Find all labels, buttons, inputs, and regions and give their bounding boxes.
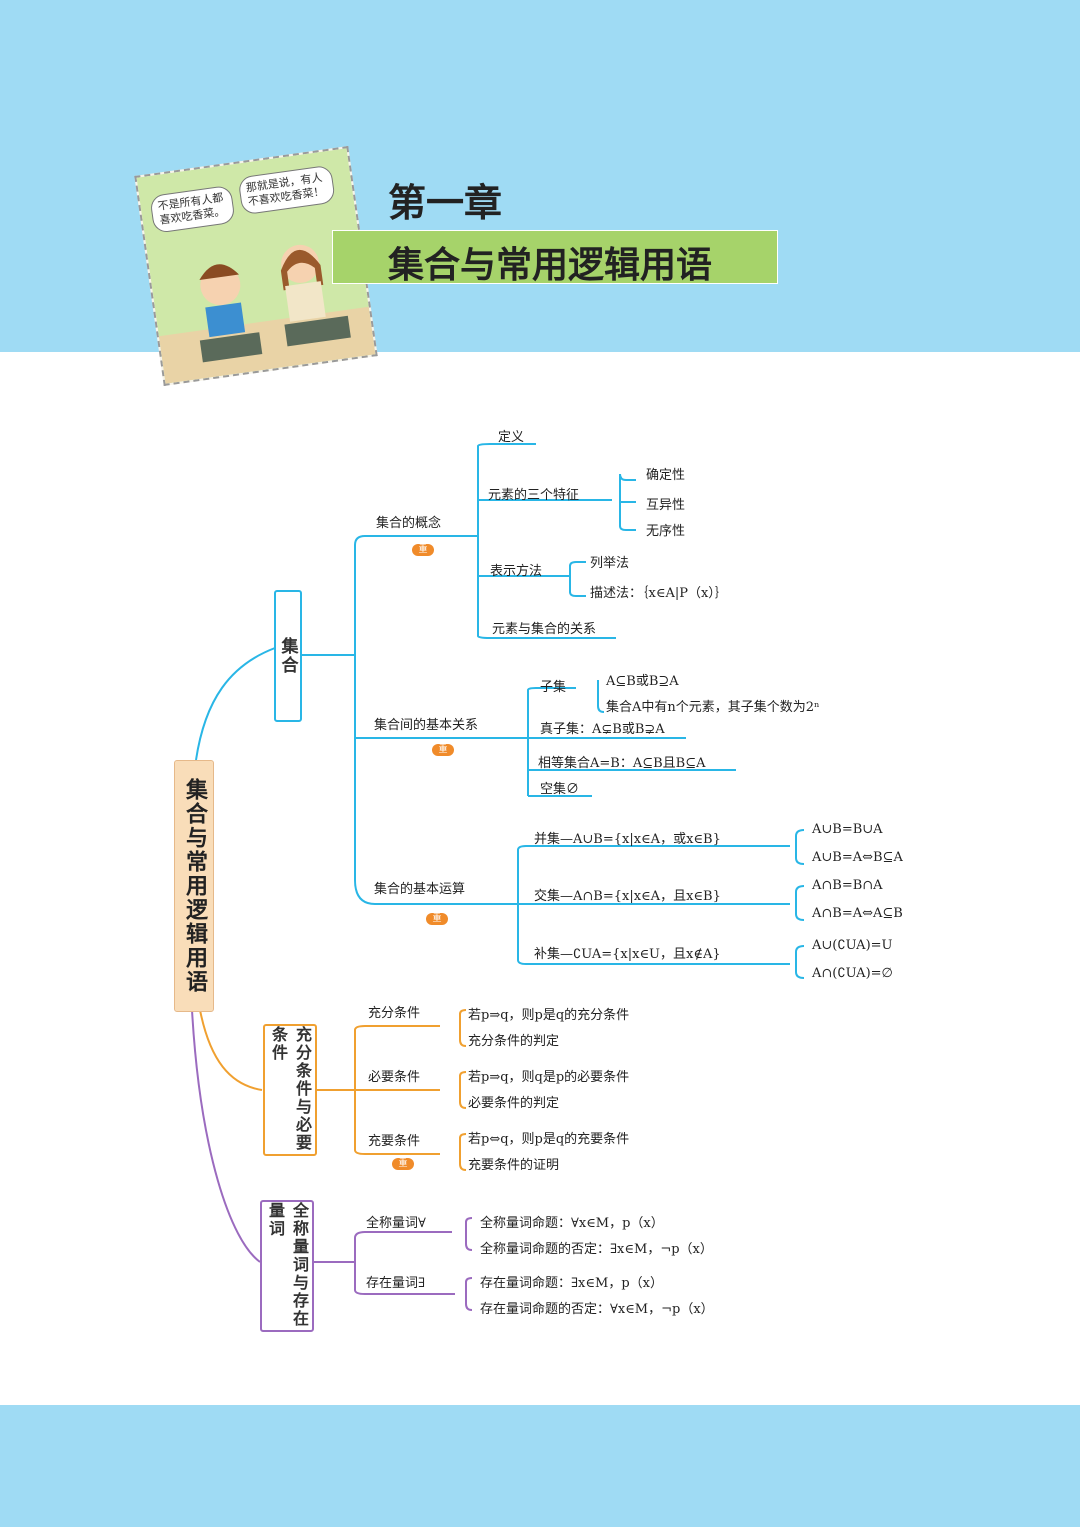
node-empty-set: 空集∅: [540, 782, 580, 797]
key-badge: 重: [432, 744, 454, 756]
node-complement: 补集—∁UA={x|x∈U，且x∉A}: [534, 947, 721, 962]
node-union-prop: A∪B=A⇔B⊆A: [812, 850, 903, 865]
branch-quantifiers: 全称量词与存在量词: [260, 1200, 314, 1332]
node-sufficient: 充分条件: [368, 1006, 421, 1021]
node-existential-neg: 存在量词命题的否定：∀x∈M，¬p（x）: [480, 1302, 714, 1317]
comic-illustration: 不是所有人都喜欢吃香菜。 那就是说，有人不喜欢吃香菜！: [134, 146, 378, 386]
chapter-number: 第一章: [388, 181, 503, 225]
node-iff-proof: 充要条件的证明: [468, 1158, 560, 1173]
node-existential-prop: 存在量词命题：∃x∈M，p（x）: [480, 1276, 663, 1291]
branch-conditions: 充分条件与必要条件: [263, 1024, 317, 1156]
node-complement-prop: A∩(∁UA)=∅: [812, 966, 893, 981]
node-equal-sets: 相等集合A=B：A⊆B且B⊆A: [538, 756, 706, 771]
node-subset: 子集: [540, 680, 567, 695]
node-feature: 互异性: [646, 498, 686, 513]
node-existential: 存在量词∃: [366, 1276, 426, 1291]
node-set-operations: 集合的基本运算: [374, 882, 466, 897]
node-enum-method: 列举法: [590, 556, 630, 571]
node-sufficient-def: 若p⇒q，则p是q的充分条件: [468, 1008, 630, 1023]
node-subset-count: 集合A中有n个元素，其子集个数为2ⁿ: [606, 700, 820, 715]
key-badge: 重: [426, 913, 448, 925]
node-universal: 全称量词∀: [366, 1216, 426, 1231]
chapter-title: 集合与常用逻辑用语: [388, 245, 713, 286]
node-proper-subset: 真子集：A⊊B或B⊋A: [540, 722, 665, 737]
node-set-concept: 集合的概念: [376, 516, 442, 531]
node-union-prop: A∪B=B∪A: [812, 822, 883, 837]
key-badge: 重: [392, 1158, 414, 1170]
node-features: 元素的三个特征: [488, 488, 580, 503]
node-necessary: 必要条件: [368, 1070, 421, 1085]
node-iff-def: 若p⇔q，则p是q的充要条件: [468, 1132, 630, 1147]
node-element-relation: 元素与集合的关系: [492, 622, 597, 637]
node-necessary-def: 若p⇒q，则q是p的必要条件: [468, 1070, 630, 1085]
node-feature: 确定性: [646, 468, 686, 483]
children-drawing: [158, 244, 376, 384]
node-desc-method: 描述法：｛x∈A|P（x）｝: [590, 586, 728, 601]
bottom-banner: [0, 1405, 1080, 1527]
node-representation: 表示方法: [490, 564, 543, 579]
branch-sets: 集合: [274, 590, 302, 722]
node-complement-prop: A∪(∁UA)=U: [812, 938, 893, 953]
node-intersection-prop: A∩B=A⇔A⊆B: [812, 906, 903, 921]
node-universal-neg: 全称量词命题的否定：∃x∈M，¬p（x）: [480, 1242, 713, 1257]
key-badge: 重: [412, 544, 434, 556]
node-iff: 充要条件: [368, 1134, 421, 1149]
node-intersection: 交集—A∩B={x|x∈A，且x∈B}: [534, 889, 721, 904]
node-sufficient-test: 充分条件的判定: [468, 1034, 560, 1049]
node-set-relations: 集合间的基本关系: [374, 718, 479, 733]
node-necessary-test: 必要条件的判定: [468, 1096, 560, 1111]
node-universal-prop: 全称量词命题：∀x∈M，p（x）: [480, 1216, 664, 1231]
node-intersection-prop: A∩B=B∩A: [812, 878, 883, 893]
mindmap-root: 集合与常用逻辑用语: [174, 760, 214, 1012]
node-union: 并集—A∪B={x|x∈A，或x∈B}: [534, 832, 721, 847]
node-feature: 无序性: [646, 524, 686, 539]
node-subset-def: A⊆B或B⊇A: [606, 674, 679, 689]
node-definition: 定义: [498, 430, 525, 445]
chapter-title-bar: [332, 230, 778, 284]
